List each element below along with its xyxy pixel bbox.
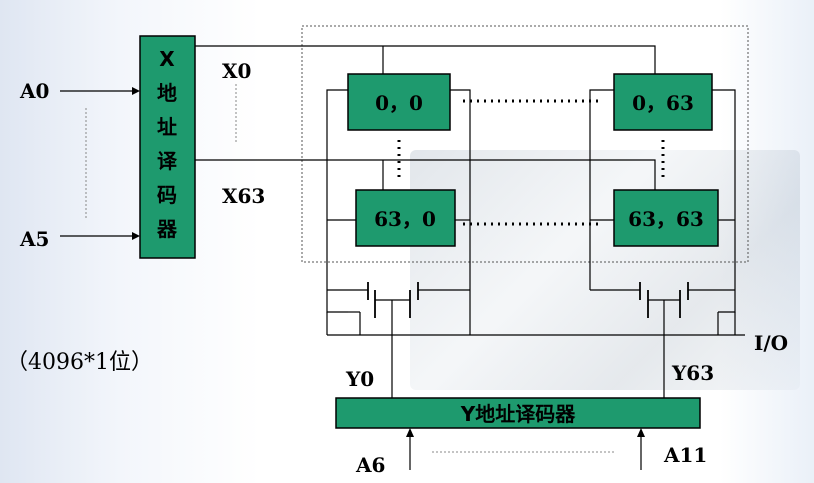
row-line-x0 — [195, 45, 656, 74]
column-switch-y0 — [326, 282, 470, 398]
x-decoder-char: 译 — [157, 149, 178, 173]
input-label-a6: A6 — [355, 453, 385, 477]
memory-cell-0-0 — [347, 73, 451, 131]
input-label-a0: A0 — [19, 79, 49, 103]
cell-label: 63，63 — [628, 207, 704, 231]
x-decoder-char: 器 — [156, 217, 178, 241]
a5-arrowhead — [132, 232, 140, 240]
cell-label: 63，0 — [374, 207, 436, 231]
a11-arrowhead — [637, 428, 645, 437]
input-label-a5: A5 — [19, 227, 49, 251]
input-label-a11: A11 — [663, 443, 707, 467]
x-decoder-char: 址 — [157, 115, 177, 139]
x-decoder-char: 地 — [157, 81, 177, 105]
io-label: I/O — [754, 331, 788, 355]
capacity-caption: （4096*1位） — [6, 350, 153, 375]
x-decoder-box — [139, 35, 196, 259]
a0-arrowhead — [132, 87, 140, 95]
y-decoder-label: Y地址译码器 — [460, 402, 576, 426]
bitline-col63-left — [589, 89, 614, 290]
bitline-col0-left — [326, 89, 348, 313]
array-boundary — [301, 25, 749, 263]
cell-label: 0，63 — [632, 91, 694, 115]
row-label-x0: X0 — [222, 59, 251, 83]
y-decoder-box — [335, 397, 701, 429]
column-switch-y63 — [590, 282, 736, 398]
memory-cell-0-63 — [613, 73, 713, 131]
a6-arrowhead — [406, 428, 414, 437]
row-line-x63 — [195, 159, 656, 190]
x-decoder-char: 码 — [157, 183, 177, 207]
x-decoder-title: X — [159, 47, 175, 71]
bitline-col63-right — [712, 89, 736, 313]
col-label-y63: Y63 — [671, 361, 714, 385]
row-label-x63: X63 — [222, 184, 265, 208]
col-label-y0: Y0 — [345, 367, 374, 391]
memory-cell-63-63 — [613, 189, 719, 247]
cell-label: 0，0 — [375, 91, 423, 115]
memory-cell-63-0 — [355, 189, 456, 247]
